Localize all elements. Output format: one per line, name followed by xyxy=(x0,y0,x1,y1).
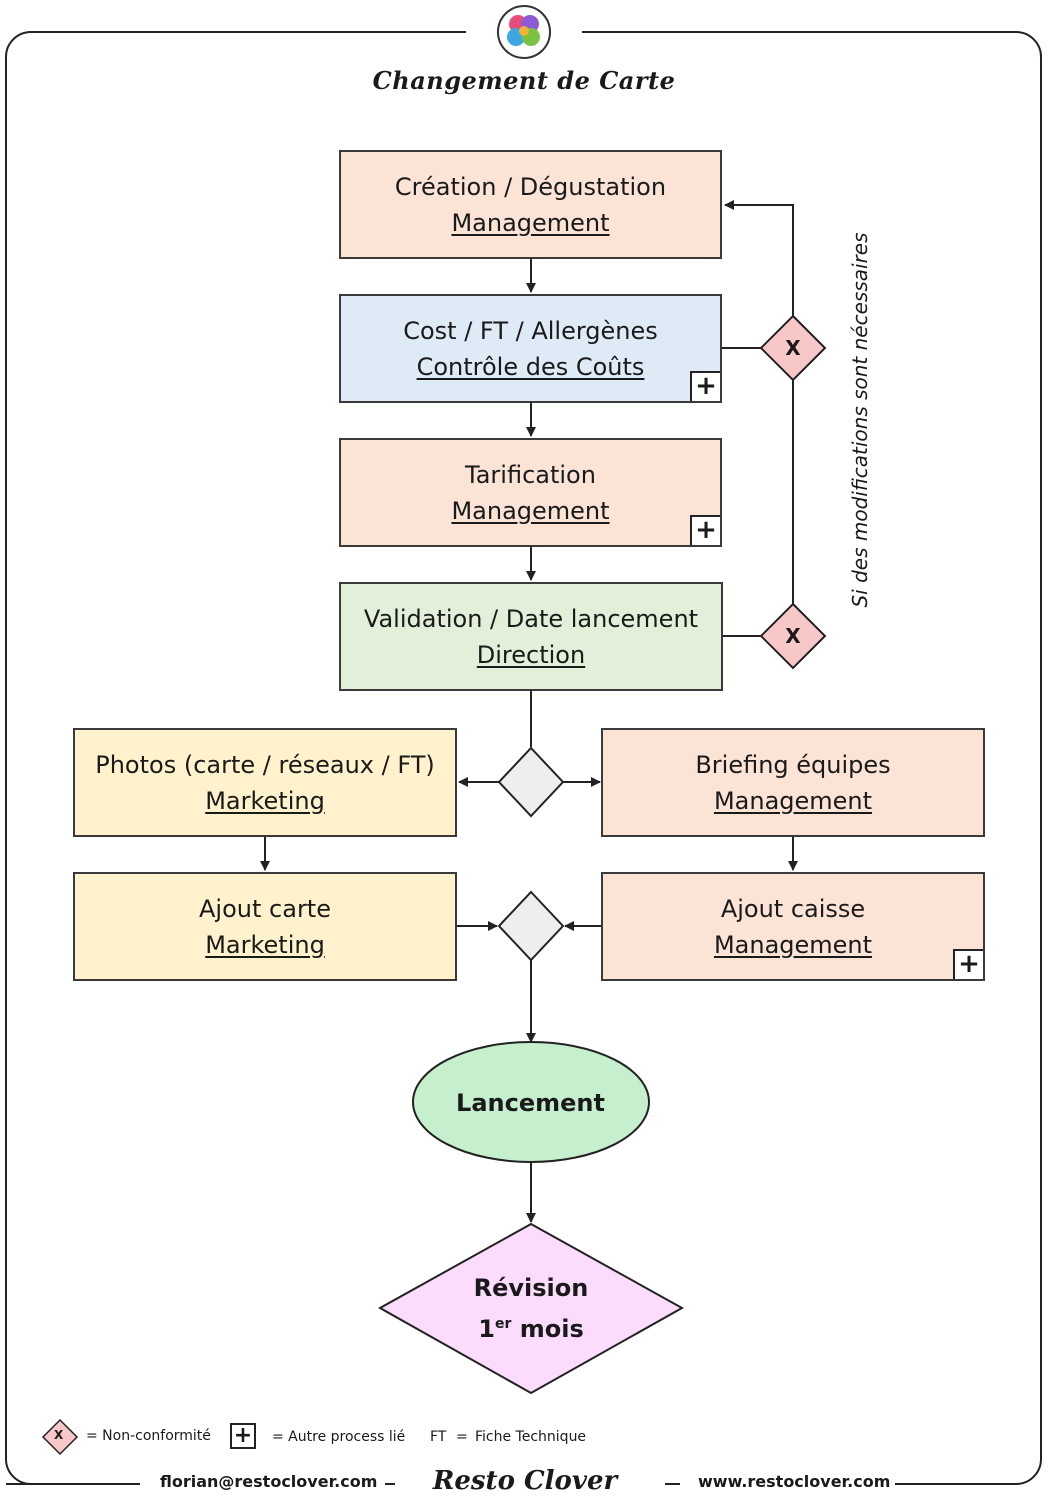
step-task: Validation / Date lancement xyxy=(363,604,699,633)
step-task: Ajout caisse xyxy=(720,894,866,923)
nonconformity-x-icon: X xyxy=(785,336,801,360)
merge-gateway xyxy=(497,890,565,962)
page-title: Changement de Carte xyxy=(372,66,676,95)
launch-label: Lancement xyxy=(456,1089,605,1117)
step-creation-degustation[interactable]: Création / Dégustation Management xyxy=(339,150,722,259)
step-ajout-caisse[interactable]: Ajout caisse Management + xyxy=(601,872,985,981)
step-task: Création / Dégustation xyxy=(394,172,667,201)
legend-x-diamond xyxy=(41,1418,79,1456)
legend-ft-abbr: FT xyxy=(430,1429,447,1445)
nonconformity-diamond-bottom xyxy=(759,602,827,670)
linked-process-plus-icon[interactable]: + xyxy=(690,371,720,401)
clover-logo xyxy=(497,5,551,59)
step-role: Management xyxy=(451,496,610,525)
step-validation[interactable]: Validation / Date lancement Direction xyxy=(339,582,723,691)
step-role: Direction xyxy=(476,640,586,669)
step-task: Tarification xyxy=(465,460,596,489)
legend-linked-process: = Autre process lié xyxy=(272,1429,406,1445)
step-role: Marketing xyxy=(205,930,325,959)
split-gateway xyxy=(497,746,565,818)
linked-process-plus-icon[interactable]: + xyxy=(690,515,720,545)
legend-plus-icon: + xyxy=(230,1423,256,1449)
step-role: Management xyxy=(451,208,610,237)
review-line2: 1er mois xyxy=(478,1314,584,1343)
review-line1: Révision xyxy=(473,1273,589,1302)
nonconformity-diamond-top xyxy=(759,314,827,382)
footer-email[interactable]: florian@restoclover.com xyxy=(160,1472,378,1491)
step-task: Ajout carte xyxy=(199,894,331,923)
loop-note: Si des modifications sont nécessaires xyxy=(848,232,872,608)
legend-ft-meaning: Fiche Technique xyxy=(475,1429,587,1445)
review-label: Révision 1er mois xyxy=(380,1270,682,1346)
linked-process-plus-icon[interactable]: + xyxy=(953,949,983,979)
step-role: Management xyxy=(713,786,873,815)
step-task: Photos (carte / réseaux / FT) xyxy=(95,750,435,779)
review-diamond xyxy=(377,1222,685,1395)
step-tarification[interactable]: Tarification Management + xyxy=(339,438,722,547)
step-photos[interactable]: Photos (carte / réseaux / FT) Marketing xyxy=(73,728,457,837)
step-ajout-carte[interactable]: Ajout carte Marketing xyxy=(73,872,457,981)
footer-brand: Resto Clover xyxy=(432,1466,618,1496)
step-role: Contrôle des Coûts xyxy=(416,352,645,381)
step-task: Cost / FT / Allergènes xyxy=(403,316,658,345)
step-role: Management xyxy=(713,930,873,959)
step-task: Briefing équipes xyxy=(695,750,891,779)
legend-x-symbol: X xyxy=(54,1428,64,1442)
step-role: Marketing xyxy=(205,786,325,815)
launch-ellipse xyxy=(412,1041,650,1163)
footer-website[interactable]: www.restoclover.com xyxy=(698,1472,891,1491)
step-cost-ft-allergenes[interactable]: Cost / FT / Allergènes Contrôle des Coût… xyxy=(339,294,722,403)
step-briefing[interactable]: Briefing équipes Management xyxy=(601,728,985,837)
nonconformity-x-icon: X xyxy=(785,624,801,648)
legend-nonconformity: = Non-conformité xyxy=(86,1428,211,1444)
legend-ft-eq: = xyxy=(456,1429,468,1445)
